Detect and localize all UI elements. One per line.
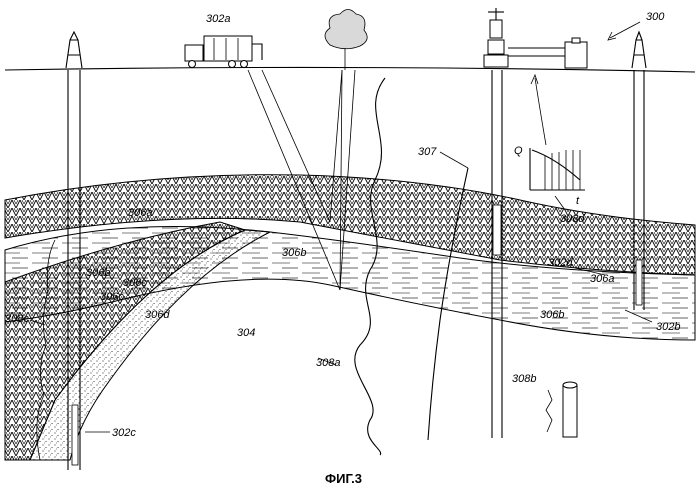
label-well-right: 302b xyxy=(656,321,680,333)
label-well-center: 302d xyxy=(548,257,573,269)
label-layer-d: 306d xyxy=(145,309,170,321)
truck-icon xyxy=(185,36,262,68)
label-core: 308b xyxy=(512,373,536,385)
ground-surface xyxy=(5,67,695,72)
label-fault: 307 xyxy=(418,146,437,158)
figure-caption: ФИГ.3 xyxy=(325,471,362,486)
label-formation-main: 304 xyxy=(237,327,255,339)
smoke-plume-icon xyxy=(325,10,367,71)
graph-q-axis-label: Q xyxy=(514,145,523,157)
production-facility-icon xyxy=(484,8,587,68)
label-graph: 308d xyxy=(560,213,585,225)
label-well-left: 302c xyxy=(112,427,136,439)
drilling-rig-icon xyxy=(66,32,82,68)
label-layer-c: 306c xyxy=(123,277,147,289)
label-fracture: 308a xyxy=(316,357,340,369)
core-sample-icon xyxy=(546,382,577,437)
label-layer-b-right: 306b xyxy=(540,309,564,321)
label-log: 308c xyxy=(5,313,29,325)
fault-leader xyxy=(440,152,468,168)
production-graph xyxy=(530,75,585,210)
label-layer-a-top: 306a xyxy=(128,207,152,219)
label-layer-b-center: 306b xyxy=(282,247,306,259)
label-layer-b-left: 306b xyxy=(86,267,110,279)
graph-t-axis-label: t xyxy=(576,195,580,207)
label-truck: 302a xyxy=(206,13,230,25)
label-layer-a-right: 306a xyxy=(590,273,614,285)
label-system: 300 xyxy=(646,11,665,23)
system-arrow xyxy=(608,22,640,40)
well-right xyxy=(632,32,646,310)
drilling-rig-icon xyxy=(632,32,646,68)
label-layer-c-left: 306c xyxy=(100,291,124,303)
